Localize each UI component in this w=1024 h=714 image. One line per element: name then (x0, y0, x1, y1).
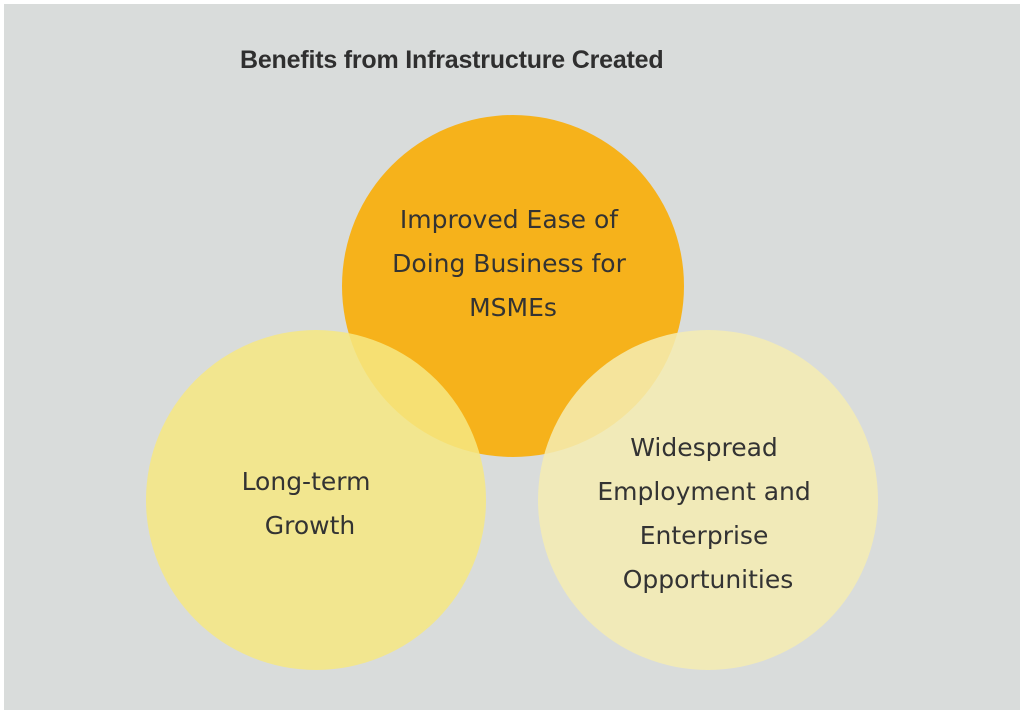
circle-right-label-line: Widespread (630, 433, 778, 462)
circle-right-label: Widespread Employment and Enterprise Opp… (597, 433, 818, 594)
circle-left-label: Long-term Growth (242, 467, 379, 540)
venn-diagram: Improved Ease of Doing Business for MSME… (146, 115, 878, 670)
circle-right-label-line: Employment and (597, 477, 810, 506)
circle-left-label-line: Growth (265, 511, 356, 540)
circle-right-label-line: Enterprise (640, 521, 769, 550)
circle-right-label-line: Opportunities (623, 565, 794, 594)
circle-top-label-line: Doing Business for (392, 249, 626, 278)
circle-left (146, 330, 486, 670)
diagram-frame: Benefits from Infrastructure Created Imp… (4, 4, 1020, 710)
circle-right (538, 330, 878, 670)
circle-left-label-line: Long-term (242, 467, 371, 496)
circle-top-label-line: MSMEs (469, 293, 557, 322)
diagram-title: Benefits from Infrastructure Created (240, 46, 664, 74)
circle-top-label-line: Improved Ease of (400, 205, 619, 234)
circle-top-label: Improved Ease of Doing Business for MSME… (392, 205, 634, 322)
